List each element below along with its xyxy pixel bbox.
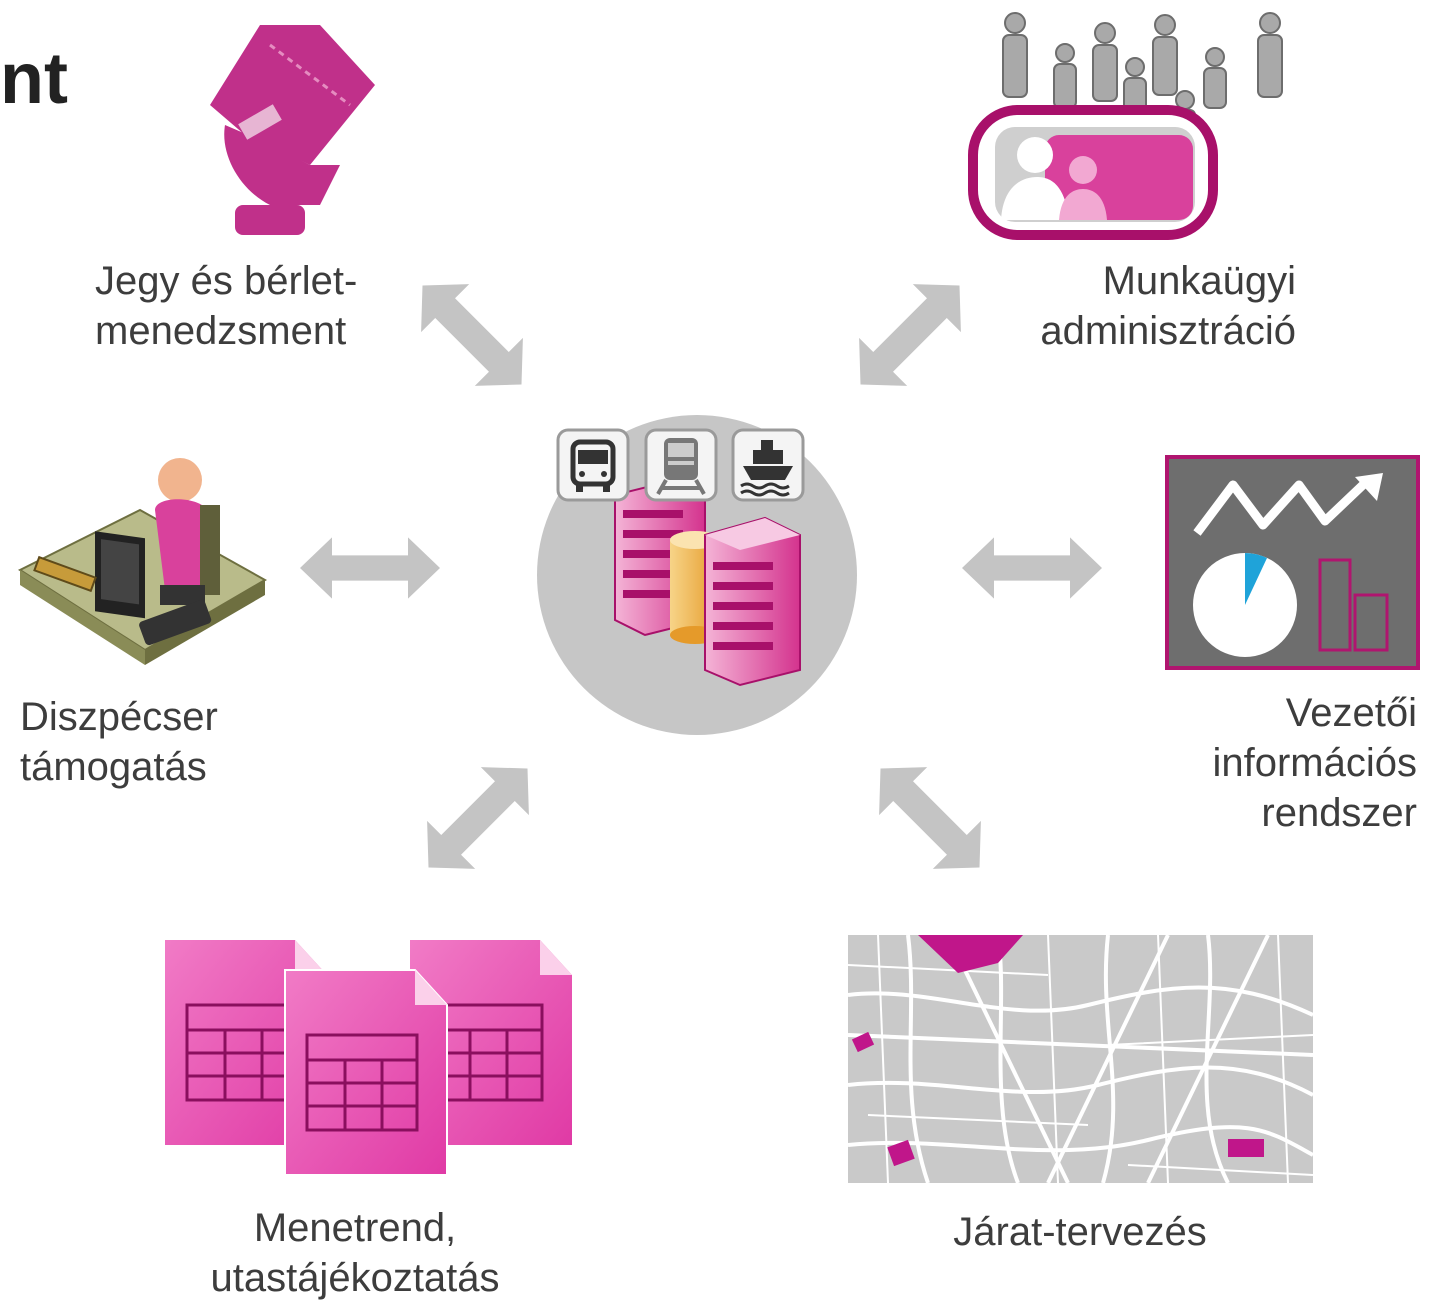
arrow-mis <box>962 537 1102 599</box>
label-timetable: Menetrend, utastájékoztatás <box>210 1206 500 1300</box>
ticket-hand-icon <box>200 15 380 240</box>
analytics-chart-icon <box>1165 455 1420 670</box>
arrow-ticketing <box>398 261 546 409</box>
arrow-timetable <box>404 744 552 892</box>
staff-people-icon <box>965 5 1300 240</box>
arrow-hr <box>836 261 984 409</box>
label-mis: Vezetői információs rendszer <box>1212 691 1417 835</box>
label-dispatcher: Diszpécser támogatás <box>20 695 218 789</box>
bus-icon <box>556 428 630 502</box>
label-ticketing: Jegy és bérlet- menedzsment <box>95 259 358 353</box>
server-database-icon <box>605 470 805 690</box>
city-map-icon <box>848 935 1313 1183</box>
arrow-route-planning <box>856 744 1004 892</box>
train-icon <box>644 428 718 502</box>
timetable-documents-icon <box>165 935 575 1180</box>
page-title-fragment: nt <box>0 39 68 119</box>
arrow-dispatcher <box>300 537 440 599</box>
dispatcher-desk-icon <box>15 455 270 670</box>
label-hr: Munkaügyi adminisztráció <box>1040 259 1296 353</box>
ship-icon <box>731 428 805 502</box>
label-route-planning: Járat-tervezés <box>953 1210 1207 1254</box>
